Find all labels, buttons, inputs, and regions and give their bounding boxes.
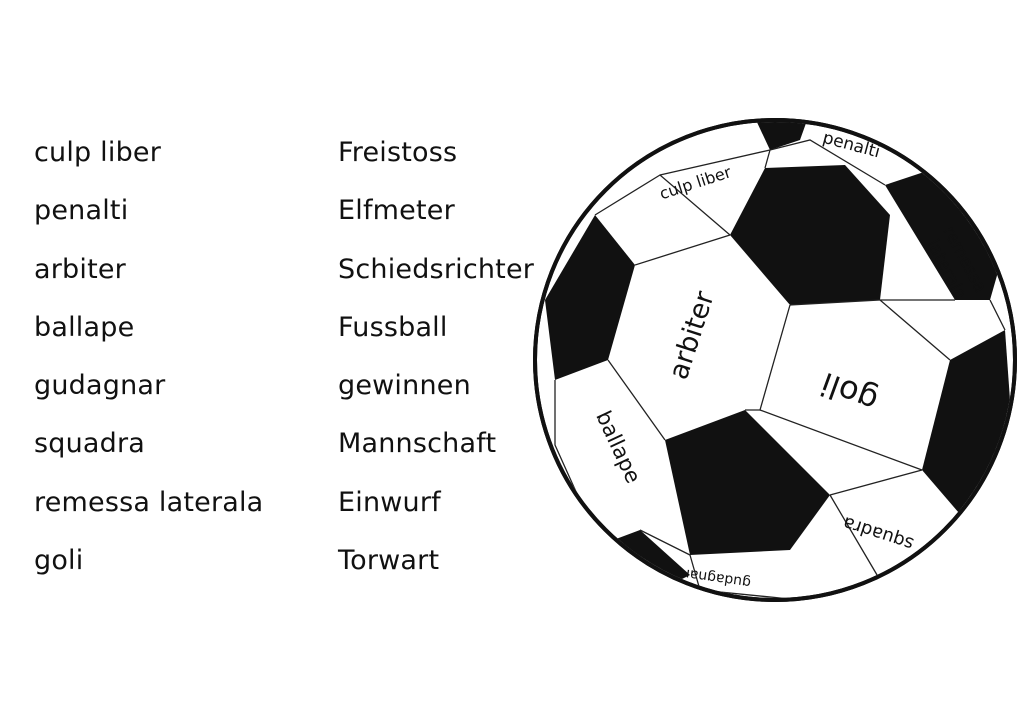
german-word: Elfmeter (338, 195, 455, 227)
romansh-word: squadra (34, 428, 146, 460)
ball-black-patch (545, 215, 635, 380)
german-word: Mannschaft (338, 428, 497, 460)
german-word: Torwart (338, 545, 440, 577)
romansh-word: ballape (34, 311, 135, 343)
romansh-word: penalti (34, 195, 129, 227)
romansh-word: goli (34, 545, 84, 577)
german-word: Einwurf (338, 486, 441, 518)
ball-black-patch (665, 410, 830, 555)
ball-black-patch (730, 165, 890, 305)
german-word: Fussball (338, 311, 448, 343)
soccer-ball-illustration: culp liber penalti remessa laterala arbi… (533, 118, 1017, 602)
romansh-word: remessa laterala (34, 486, 264, 518)
german-word: gewinnen (338, 370, 471, 402)
german-word: Freistoss (338, 137, 458, 168)
ball-black-patch (885, 170, 1010, 300)
german-word-list: Freistoss Elfmeter Schiedsrichter Fussba… (338, 133, 534, 599)
german-word: Schiedsrichter (338, 253, 535, 285)
romansh-word: arbiter (34, 253, 126, 285)
romansh-word: culp liber (34, 137, 162, 168)
romansh-word-list: culp liber penalti arbiter ballape gudag… (34, 133, 263, 599)
ball-black-patch (755, 122, 810, 150)
romansh-word: gudagnar (34, 370, 166, 402)
